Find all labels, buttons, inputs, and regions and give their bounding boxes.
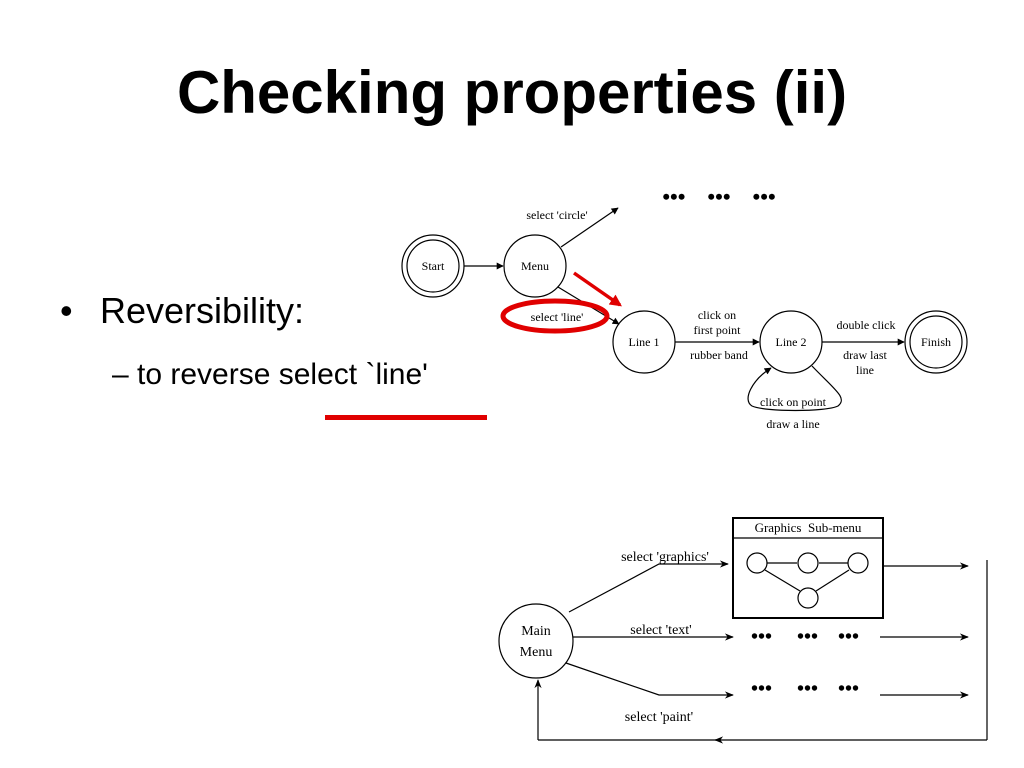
main-menu-label-2: Menu bbox=[520, 645, 553, 660]
edge-self-loop bbox=[747, 365, 842, 412]
node-main-menu: Main Menu bbox=[498, 603, 574, 679]
graphics-submenu-box: Graphics Sub-menu bbox=[732, 517, 884, 619]
node-start-label: Start bbox=[422, 259, 445, 273]
bullet-reversibility: • Reversibility: bbox=[60, 290, 304, 332]
edge-select-graphics bbox=[568, 560, 729, 613]
submenu-title: Graphics Sub-menu bbox=[755, 520, 862, 535]
label-select-circle: select 'circle' bbox=[526, 208, 587, 222]
label-draw-last: draw last bbox=[843, 348, 887, 362]
ellipsis-paint-row: ••• ••• ••• bbox=[751, 678, 859, 700]
bullet-text: Reversibility: bbox=[100, 290, 305, 331]
node-line2: Line 2 bbox=[759, 310, 823, 374]
node-line1: Line 1 bbox=[612, 310, 676, 374]
label-click-on-point: click on point bbox=[760, 395, 827, 409]
bullet-dot: • bbox=[60, 290, 73, 331]
label-first-point: first point bbox=[694, 323, 742, 337]
node-line1-label: Line 1 bbox=[629, 335, 660, 349]
slide-title: Checking properties (ii) bbox=[176, 59, 848, 126]
red-ellipse bbox=[500, 298, 610, 334]
top-state-diagram: Start Menu Line 1 Line 2 Finish bbox=[401, 184, 968, 431]
label-rubber-band: rubber band bbox=[690, 348, 748, 362]
label-double-click: double click bbox=[837, 318, 896, 332]
ellipsis-text-row: ••• ••• ••• bbox=[751, 626, 859, 648]
label-select-graphics: select 'graphics' bbox=[621, 550, 709, 565]
edge-select-paint bbox=[565, 662, 734, 699]
label-select-line: select 'line' bbox=[531, 310, 584, 324]
bottom-menu-diagram: Main Menu Graphics Sub-menu bbox=[498, 517, 988, 744]
ellipsis-top: ••• ••• ••• bbox=[662, 184, 775, 209]
label-select-paint: select 'paint' bbox=[625, 710, 693, 725]
node-finish-label: Finish bbox=[921, 335, 951, 349]
label-draw-a-line: draw a line bbox=[766, 417, 819, 431]
sub-bullet: – to reverse select `line' bbox=[112, 358, 428, 391]
node-finish: Finish bbox=[904, 310, 968, 374]
edge-select-circle bbox=[560, 207, 619, 248]
red-underline bbox=[325, 415, 487, 420]
red-arrow bbox=[573, 271, 622, 307]
node-menu-label: Menu bbox=[521, 259, 549, 273]
label-click-on: click on bbox=[698, 308, 736, 322]
node-menu: Menu bbox=[503, 234, 567, 298]
main-menu-label-1: Main bbox=[521, 624, 551, 639]
node-start: Start bbox=[401, 234, 465, 298]
label-select-text: select 'text' bbox=[630, 623, 691, 638]
node-line2-label: Line 2 bbox=[776, 335, 807, 349]
label-line: line bbox=[856, 363, 874, 377]
